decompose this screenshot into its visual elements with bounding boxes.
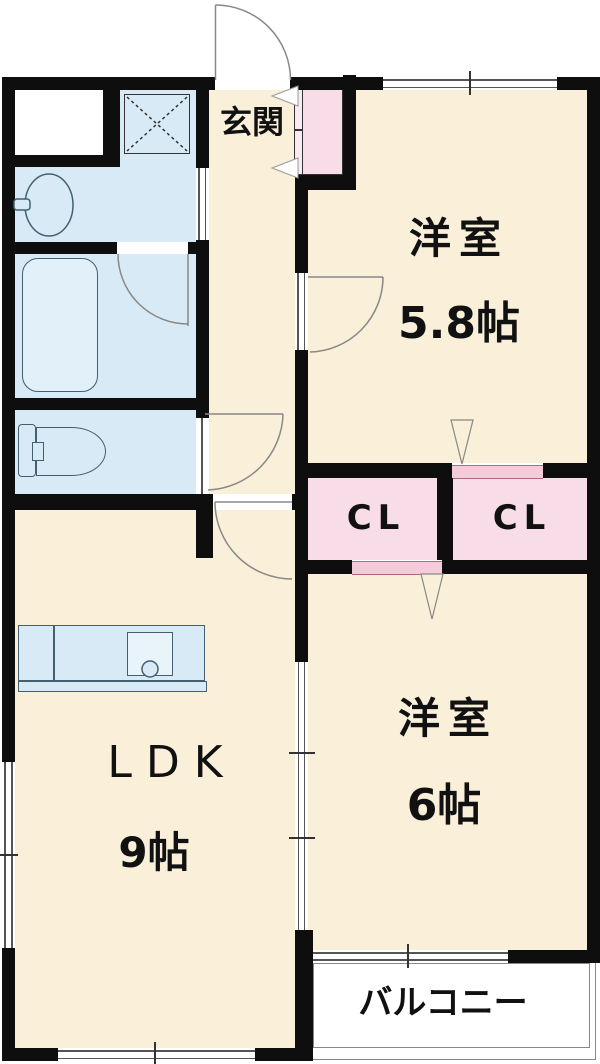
bedroom-bottom-size: 6帖 [406,780,482,831]
kitchen-sink [127,632,173,676]
wall [2,494,213,510]
wall [437,478,453,560]
closet-left-folding-door [352,561,442,575]
bedroom-top-name: 洋室 [408,214,510,263]
window-balcony [313,950,508,963]
balcony-label: バルコニー [358,983,528,1023]
washroom-floor [15,167,196,242]
partition-tick [289,837,315,839]
wall [196,254,209,398]
wall-right [587,77,600,950]
kitchen-counter [18,625,205,681]
toilet-bowl [36,427,106,476]
balcony-floor [313,963,590,1048]
closet-left-floor [308,478,437,560]
washing-machine-pan [124,94,190,154]
wall [295,190,308,273]
wall [295,175,356,190]
window-top-tick [469,71,471,95]
wall [103,77,120,167]
bedroom-top-size: 5.8帖 [398,298,520,349]
toilet-doorway [196,418,209,494]
closet-left-label: CL [346,498,406,538]
closet-right-label: CL [492,498,552,538]
wall [308,463,452,478]
storage-box [15,88,103,155]
wall [196,510,213,558]
ldk-doorway [213,494,292,510]
window-bottom [58,1048,255,1061]
closet-right-folding-door [452,465,543,479]
wall [2,398,209,410]
wall-balcony-left [295,930,313,1061]
wall [508,950,600,963]
wall [442,560,587,574]
window-bottom-tick [154,1042,156,1064]
partition-tick [289,752,315,754]
wall [2,155,120,167]
wall [295,560,352,574]
hallway-floor [209,88,295,510]
wall [295,350,308,662]
closet-right-floor [453,478,587,560]
window-left-tick [0,854,18,856]
ldk-floor [15,510,295,1048]
wall-left [2,77,15,762]
sliding-partition-ldk-bedroom [295,662,308,930]
entrance-door-swing [214,4,292,81]
shoe-cabinet-divider [295,129,302,131]
wall-bottom [2,1048,58,1061]
bedroom-bottom-name: 洋室 [397,694,499,743]
kitchen-counter-lip [18,681,207,692]
wall [196,88,209,168]
wall [343,75,356,190]
wall [2,242,117,254]
kitchen-counter-divider [53,626,55,680]
wall-left-lower [2,948,15,1061]
toilet-flush-handle [32,442,44,461]
ldk-name: LDK [107,737,237,788]
window-balcony-tick [407,944,409,968]
bathtub [22,258,98,392]
wall [188,242,209,254]
washroom-sliding-door [196,168,209,240]
bathroom-doorway [117,242,188,254]
genkan-label: 玄関 [219,103,285,141]
wall [196,410,209,418]
entrance-opening [215,77,290,90]
bedroom-top-doorway [295,273,308,350]
ldk-size: 9帖 [118,828,190,877]
wall [543,463,587,478]
wall [290,77,385,90]
bedroom-bottom-floor [308,574,587,950]
